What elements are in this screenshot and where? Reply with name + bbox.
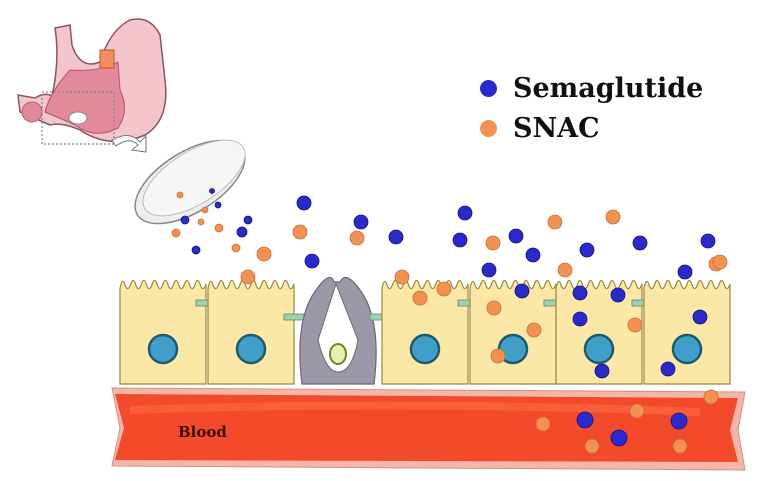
snac-particle [176, 191, 184, 199]
semaglutide-particle [214, 201, 222, 209]
legend: Semaglutide SNAC [480, 68, 703, 148]
snac-particle [201, 206, 209, 214]
snac-particle [197, 218, 205, 226]
snac-particle [672, 438, 688, 454]
semaglutide-particle [180, 215, 190, 225]
snac-particle [584, 438, 600, 454]
epithelial-cell [381, 279, 469, 385]
snac-particle [535, 416, 551, 432]
semaglutide-particle [692, 309, 708, 325]
snac-particle [292, 224, 308, 240]
cell-nucleus [583, 333, 615, 365]
snac-particle [703, 389, 719, 405]
semaglutide-particle [610, 429, 628, 447]
dotted-highlight [41, 91, 115, 145]
semaglutide-particle [514, 283, 530, 299]
snac-particle [256, 246, 272, 262]
semaglutide-particle [452, 232, 468, 248]
snac-particle [412, 290, 428, 306]
legend-label: SNAC [513, 112, 600, 144]
blood-label: Blood [178, 423, 227, 441]
snac-particle [557, 262, 573, 278]
semaglutide-particle [594, 363, 610, 379]
tablet-in-stomach [68, 111, 88, 125]
semaglutide-particle [353, 214, 369, 230]
semaglutide-particle [388, 229, 404, 245]
semaglutide-particle [660, 361, 676, 377]
snac-particle [627, 317, 643, 333]
stomach-lesion [99, 49, 115, 69]
cell-nucleus [671, 333, 703, 365]
snac-particle [629, 403, 645, 419]
epithelial-cell [643, 279, 731, 385]
snac-particle [349, 230, 365, 246]
semaglutide-dot-icon [480, 79, 497, 97]
pylorus [21, 101, 43, 123]
semaglutide-particle [296, 195, 312, 211]
cell-body [469, 279, 557, 385]
epithelial-cell [207, 279, 295, 385]
goblet-cell-vacuole [317, 282, 359, 373]
cell-body [119, 279, 207, 385]
epithelial-cell [555, 279, 643, 385]
epithelial-cell [469, 279, 557, 385]
legend-item-semaglutide: Semaglutide [480, 68, 703, 108]
snac-particle [171, 228, 181, 238]
epithelial-cell [119, 279, 207, 385]
cell-body [207, 279, 295, 385]
semaglutide-particle [670, 412, 688, 430]
snac-particle [436, 281, 452, 297]
goblet-cell [299, 276, 377, 385]
cell-nucleus [147, 333, 179, 365]
semaglutide-particle [700, 233, 716, 249]
snac-particle [394, 269, 410, 285]
legend-item-snac: SNAC [480, 108, 703, 148]
goblet-nucleus [329, 343, 347, 365]
semaglutide-particle [481, 262, 497, 278]
snac-particle [605, 209, 621, 225]
legend-label: Semaglutide [513, 72, 704, 104]
stomach-illustration [17, 18, 167, 153]
cell-body [643, 279, 731, 385]
snac-particle [490, 348, 506, 364]
semaglutide-particle [236, 226, 248, 238]
snac-dot-icon [480, 119, 497, 137]
stomach-mucosa [44, 61, 125, 134]
snac-particle [214, 223, 224, 233]
snac-particle [240, 269, 256, 285]
semaglutide-particle [579, 242, 595, 258]
semaglutide-particle [572, 285, 588, 301]
semaglutide-particle [576, 411, 594, 429]
semaglutide-particle [304, 253, 320, 269]
snac-particle [231, 243, 241, 253]
tight-junction [283, 313, 305, 321]
cell-body [555, 279, 643, 385]
cell-nucleus [235, 333, 267, 365]
vessel-highlight [129, 401, 701, 416]
semaglutide-particle [572, 311, 588, 327]
snac-particle [485, 235, 501, 251]
snac-particle [712, 254, 728, 270]
snac-particle [526, 322, 542, 338]
cell-nucleus [409, 333, 441, 365]
semaglutide-particle [243, 215, 253, 225]
semaglutide-particle [508, 228, 524, 244]
semaglutide-particle [632, 235, 648, 251]
particles [171, 188, 728, 454]
semaglutide-particle [525, 247, 541, 263]
arrow-icon [111, 134, 147, 153]
snac-particle [486, 300, 502, 316]
semaglutide-particle [677, 264, 693, 280]
semaglutide-particle [191, 245, 201, 255]
snac-particle [547, 214, 563, 230]
semaglutide-particle [209, 188, 215, 194]
semaglutide-particle [610, 287, 626, 303]
semaglutide-particle [457, 205, 473, 221]
tablet-illustration [134, 139, 246, 225]
tablet-rim [142, 139, 246, 217]
